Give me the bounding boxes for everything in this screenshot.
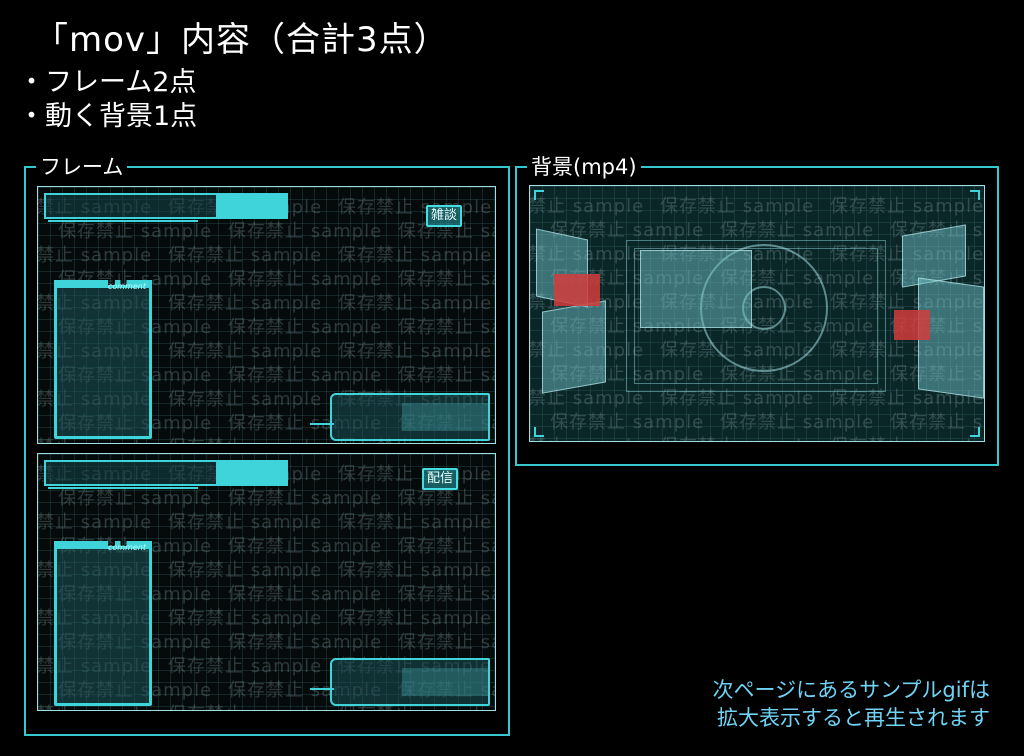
red-panel-right [894,310,930,340]
watermark-text: 保存禁止 sample [398,584,495,605]
watermark-text: 保存禁止 sample [228,536,383,557]
watermark-text: 保存禁止 sample [168,341,323,362]
watermark-text: 保存禁止 sample [530,432,644,441]
watermark-text: 保存禁止 sample [338,245,493,266]
corner-mark [534,427,544,437]
watermark-text: 保存禁止 sample [168,245,323,266]
watermark-text: 保存禁止 sample [338,608,493,629]
hud-line [310,423,334,425]
watermark-text: 保存禁止 sample [228,269,383,290]
hud-top-bar [44,193,288,219]
left-card-lower [542,300,606,394]
watermark-text: 保存禁止 sample [720,412,875,433]
right-card [902,224,966,288]
hud-line [48,487,198,489]
watermark-text: 保存禁止 sample [830,432,984,441]
list-item: ・フレーム2点 [18,67,197,98]
watermark-text: 保存禁止 sample [338,197,493,218]
watermark-text: 保存禁止 sample [398,269,495,290]
watermark-text: 保存禁止 sample [398,317,495,338]
watermark-text: 保存禁止 sample [168,293,323,314]
hud-name-plate [330,658,490,706]
comment-box: comment [54,541,152,706]
watermark-text: 保存禁止 sample [830,196,985,217]
watermark-text: 保存禁止 sample [720,220,875,241]
watermark-text: 保存禁止 sample [338,512,493,533]
watermark-text: 保存禁止 sample [398,632,495,653]
comment-label: comment [107,543,146,552]
frame-section: フレーム [24,155,510,736]
watermark-text: 保存禁止 sample [550,412,705,433]
watermark-text: 保存禁止 sample [168,608,323,629]
frame-section-label: フレーム [36,155,128,179]
watermark-text: 保存禁止 sample [168,560,323,581]
background-section: 背景(mp4) [515,155,999,466]
watermark-text: 保存禁止 sample [228,632,383,653]
watermark-text: 保存禁止 sample [228,317,383,338]
watermark-text: 保存禁止 sample [228,365,383,386]
watermark-text: 保存禁止 sample [37,512,153,533]
watermark-text: 保存禁止 sample [338,560,493,581]
watermark-text: 保存禁止 sample [338,293,493,314]
watermark-text: 保存禁止 sample [398,365,495,386]
watermark-text: 保存禁止 sample [660,196,815,217]
hud-line [310,688,334,690]
playback-note: 次ページにあるサンプルgifは 拡大表示すると再生されます [670,676,990,732]
watermark-text: 保存禁止 sample [168,389,323,410]
corner-mark [534,190,544,200]
frame-badge: 配信 [422,468,458,490]
watermark-text: 保存禁止 sample [228,584,383,605]
watermark-text: 保存禁止 sample [338,464,493,485]
corner-mark [970,190,980,200]
watermark-text: 保存禁止 sample [660,432,814,441]
watermark-text: 保存禁止 sample [398,536,495,557]
center-card [640,250,752,328]
watermark-text: 保存禁止 sample [37,245,153,266]
content-list: ・フレーム2点 ・動く背景1点 [18,66,197,134]
page-title: 「mov」内容（合計3点） [34,20,449,60]
list-item: ・動く背景1点 [18,101,198,132]
watermark-text: 保存禁止 sample [228,488,383,509]
watermark-text: 保存禁止 sample [168,700,322,710]
center-frame [626,240,886,392]
watermark-text: 保存禁止 sample [168,512,323,533]
hud-top-bar [44,460,288,486]
background-section-label: 背景(mp4) [527,155,641,179]
red-panel-left [554,274,600,306]
hud-line [48,220,198,222]
note-line: 次ページにあるサンプルgifは [712,678,990,702]
note-line: 拡大表示すると再生されます [717,706,990,730]
watermark-text: 保存禁止 sample [228,221,383,242]
watermark-text: 保存禁止 sample [529,196,645,217]
watermark-text: 保存禁止 sample [338,341,493,362]
frame-preview-1: 保存禁止 sample 保存禁止 sample 保存禁止 sample 保存禁止 sa… [37,186,496,444]
corner-mark [970,427,980,437]
watermark-text: 保存禁止 sample [168,656,323,677]
watermark-text: 保存禁止 sample [168,433,322,443]
comment-label: comment [107,282,146,291]
frame-preview-2: 保存禁止 sample 保存禁止 sample 保存禁止 sample 保存禁止 sa… [37,453,496,711]
hud-name-plate [330,393,490,441]
comment-box: comment [54,280,152,439]
frame-badge: 雑談 [426,205,462,227]
